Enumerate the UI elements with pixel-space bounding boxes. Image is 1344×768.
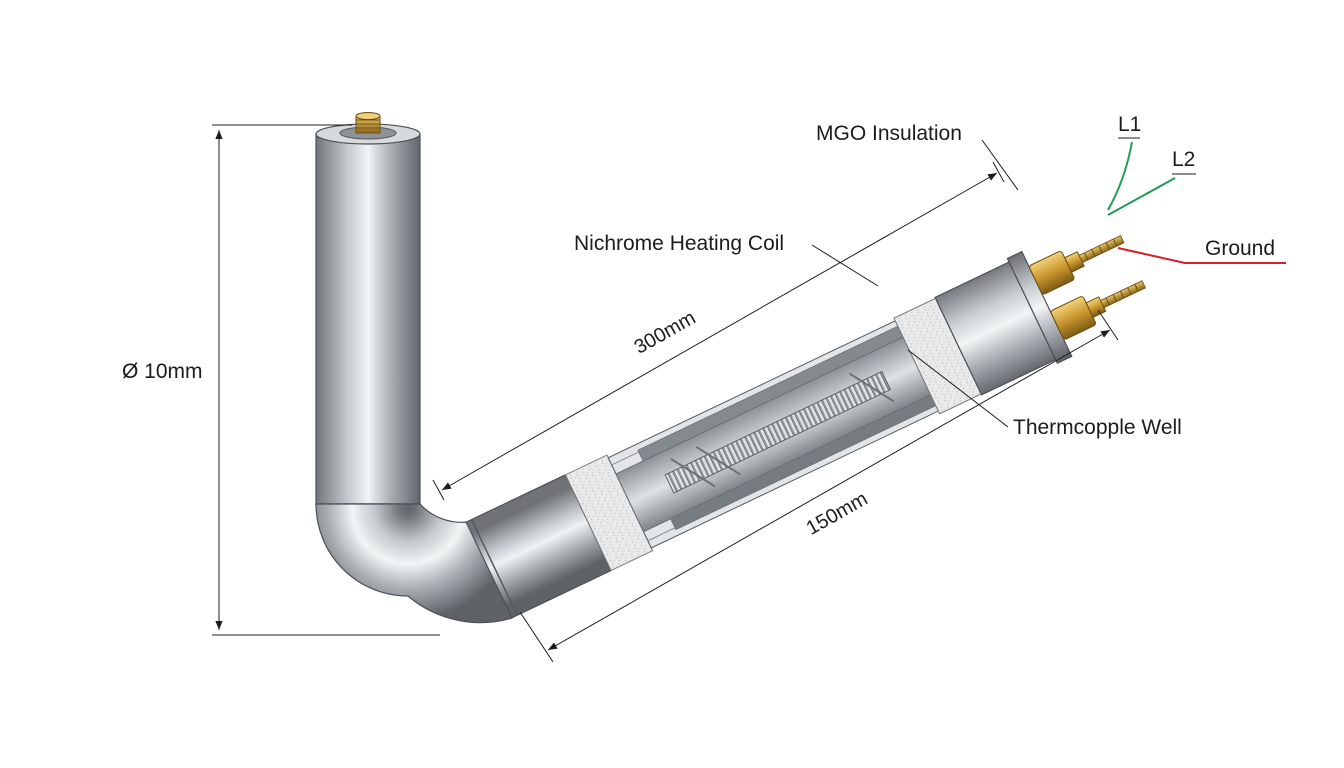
leader-mgo xyxy=(981,139,1019,191)
overall-length-label: 300mm xyxy=(631,307,700,359)
leader-nichrome xyxy=(811,244,879,287)
leader-lines xyxy=(811,137,1196,428)
nichrome-heating-coil-label: Nichrome Heating Coil xyxy=(574,232,784,255)
wire-l1 xyxy=(1107,141,1133,211)
leader-thermocouple xyxy=(907,349,1009,428)
elbow-bend xyxy=(315,503,513,624)
terminal-l1 xyxy=(1029,235,1125,295)
wires xyxy=(1107,141,1286,264)
ground-label: Ground xyxy=(1205,237,1275,260)
top-terminal-stud xyxy=(355,112,381,134)
wire-l2 xyxy=(1107,177,1176,216)
terminal-l2 xyxy=(1050,280,1147,340)
cutaway-section xyxy=(607,320,940,549)
l1-label: L1 xyxy=(1118,113,1141,136)
mgo-insulation-label: MGO Insulation xyxy=(816,122,962,145)
heated-length-dimension-line xyxy=(547,329,1111,651)
l2-label: L2 xyxy=(1172,148,1195,171)
diameter-label: Ø 10mm xyxy=(122,360,203,383)
wire-ground xyxy=(1117,247,1286,264)
heated-length-label: 150mm xyxy=(803,488,872,540)
dimension-lines xyxy=(212,124,1119,663)
thermocouple-well-label: Thermcopple Well xyxy=(1013,416,1182,439)
vertical-tube xyxy=(315,112,421,507)
